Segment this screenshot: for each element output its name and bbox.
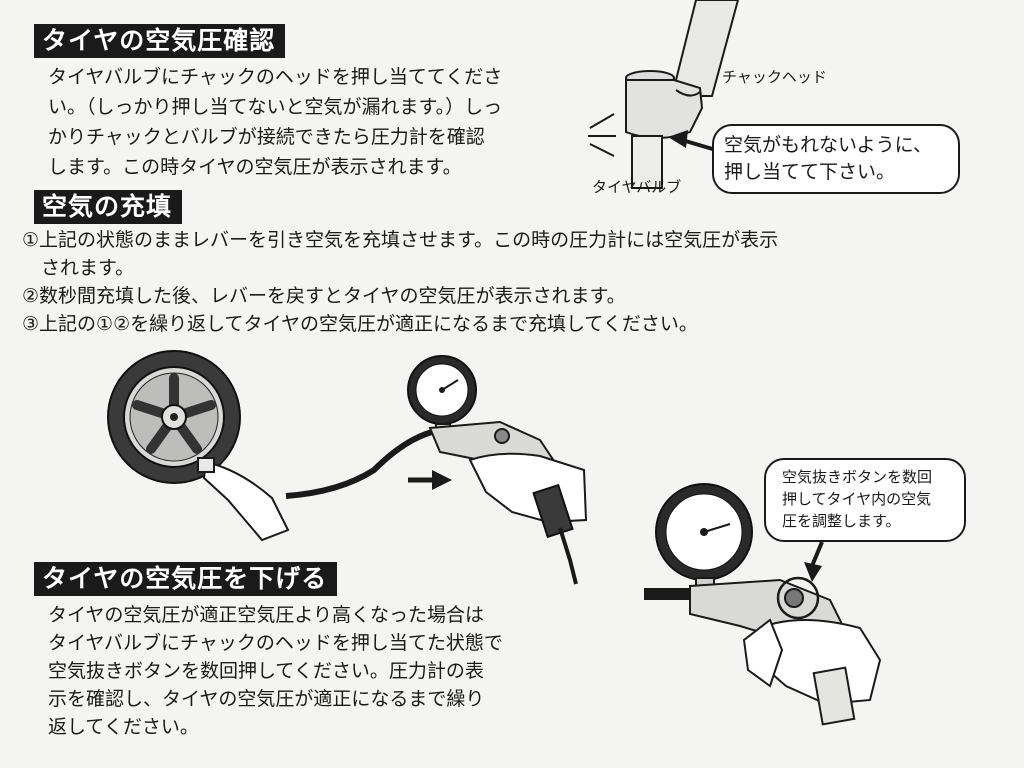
- lower-line-4: 示を確認し、タイヤの空気圧が適正になるまで繰り: [48, 688, 485, 710]
- lower-line-1: タイヤの空気圧が適正空気圧より高くなった場合は: [48, 604, 485, 626]
- seal-tip-line-1: 空気がもれないように、: [724, 134, 933, 156]
- heading-lower-pressure: タイヤの空気圧を下げる: [34, 562, 338, 596]
- heading-fill-air: 空気の充填: [34, 190, 183, 224]
- release-button-bubble: 空気抜きボタンを数回 押してタイヤ内の空気 圧を調整します。: [764, 458, 966, 542]
- check-line-1: タイヤバルブにチャックのヘッドを押し当ててくださ: [48, 66, 503, 88]
- seal-tip-line-2: 押し当てて下さい。: [724, 161, 896, 183]
- fill-step-2: ②数秒間充填した後、レバーを戻すとタイヤの空気圧が表示されます。: [22, 285, 626, 307]
- tire-valve-label: タイヤバルブ: [592, 178, 682, 196]
- check-line-3: かりチャックとバルブが接続できたら圧力計を確認: [48, 126, 485, 148]
- fill-step-1: ①上記の状態のままレバーを引き空気を充填させます。この時の圧力計には空気圧が表示: [22, 229, 779, 251]
- heading-check-pressure: タイヤの空気圧確認: [34, 24, 286, 58]
- lower-line-3: 空気抜きボタンを数回押してください。圧力計の表: [48, 660, 484, 682]
- fill-step-1-cont: されます。: [22, 257, 135, 279]
- seal-tip-bubble: 空気がもれないように、 押し当てて下さい。: [712, 124, 960, 194]
- fill-step-3: ③上記の①②を繰り返してタイヤの空気圧が適正になるまで充填してください。: [22, 313, 698, 335]
- release-tip-line-3: 圧を調整します。: [782, 512, 901, 530]
- release-tip-line-2: 押してタイヤ内の空気: [782, 490, 932, 508]
- lower-line-5: 返してください。: [48, 716, 199, 738]
- check-line-4: します。この時タイヤの空気圧が表示されます。: [48, 156, 462, 178]
- check-line-2: い。（しっかり押し当てないと空気が漏れます。）しっ: [48, 96, 503, 118]
- lower-line-2: タイヤバルブにチャックのヘッドを押し当てた状態で: [48, 632, 503, 654]
- release-tip-line-1: 空気抜きボタンを数回: [782, 468, 933, 486]
- chuck-head-label: チャックヘッド: [722, 68, 827, 86]
